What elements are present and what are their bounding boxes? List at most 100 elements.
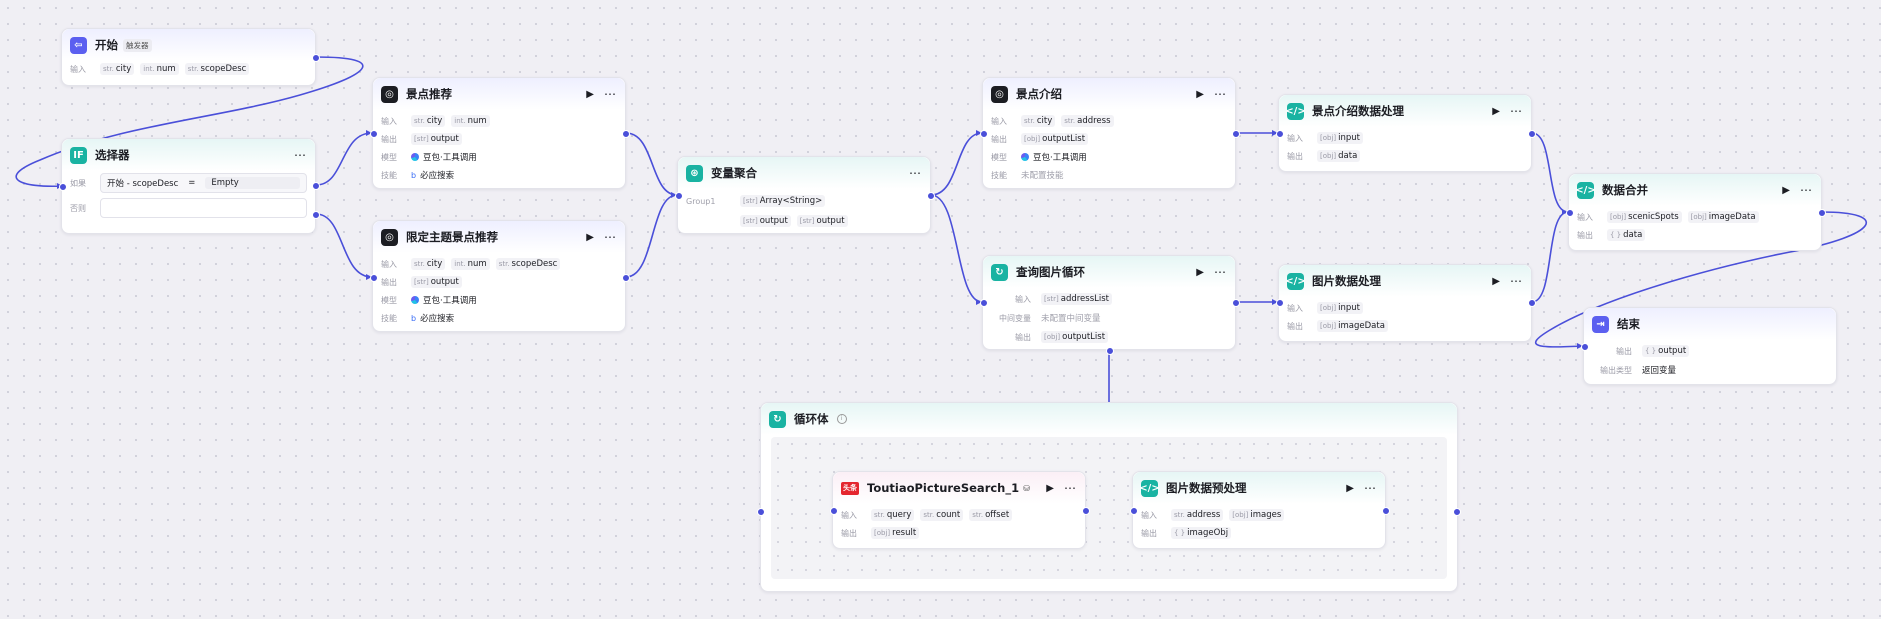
input-port[interactable]: [675, 192, 683, 200]
more-menu-button[interactable]: ⋯: [909, 166, 922, 180]
else-box[interactable]: [100, 198, 307, 218]
more-menu-button[interactable]: ⋯: [604, 87, 617, 101]
run-button[interactable]: ▶: [1346, 482, 1354, 494]
if-port[interactable]: [312, 182, 320, 190]
output-port[interactable]: [1232, 299, 1240, 307]
node-title: 图片数据处理: [1312, 274, 1381, 288]
node-theme-recommend[interactable]: ◎ 限定主题景点推荐 ▶ ⋯ 输入 str.city int.num str.s…: [372, 220, 626, 332]
run-button[interactable]: ▶: [1196, 266, 1204, 278]
info-icon[interactable]: i: [836, 414, 847, 424]
input-port[interactable]: [370, 130, 378, 138]
node-title: 限定主题景点推荐: [406, 230, 498, 244]
output-port[interactable]: [622, 274, 630, 282]
input-port[interactable]: [1276, 299, 1284, 307]
output-row: 输出 [obj]outputList: [983, 329, 1235, 345]
node-end[interactable]: ⇥ 结束 输出 { }output 输出类型 返回变量: [1583, 307, 1837, 385]
edge-theme-merge: [625, 194, 678, 278]
more-menu-button[interactable]: ⋯: [1214, 87, 1227, 101]
node-image-preprocess[interactable]: </> 图片数据预处理 ▶ ⋯ 输入 str.address [obj]imag…: [1132, 471, 1386, 549]
output-port[interactable]: [622, 130, 630, 138]
node-title: 数据合并: [1602, 183, 1648, 197]
condition-box[interactable]: 开始 - scopeDesc = Empty: [100, 173, 307, 193]
more-menu-button[interactable]: ⋯: [1064, 481, 1077, 495]
output-port[interactable]: [1528, 299, 1536, 307]
model-row: 模型 豆包·工具调用: [381, 295, 477, 307]
end-icon: ⇥: [1592, 315, 1609, 333]
node-toutiao-search[interactable]: 头条 ToutiaoPictureSearch_1 ⛁ ▶ ⋯ 输入 str.q…: [832, 471, 1086, 549]
else-port[interactable]: [312, 211, 320, 219]
node-header: IF 选择器 ⋯: [62, 139, 315, 171]
code-icon: </>: [1575, 181, 1596, 199]
output-port[interactable]: [312, 54, 320, 62]
input-port[interactable]: [1566, 209, 1574, 217]
input-row: 输入 str.query str.count str.offset: [833, 507, 1085, 523]
toutiao-logo-icon: 头条: [841, 481, 859, 495]
node-data-merge[interactable]: </> 数据合并 ▶ ⋯ 输入 [obj]scenicSpots [obj]im…: [1568, 173, 1822, 251]
output-row: 输出 { }imageObj: [1133, 525, 1385, 541]
input-port[interactable]: [980, 299, 988, 307]
node-scenic-recommend[interactable]: ◎ 景点推荐 ▶ ⋯ 输入 str.city int.num 输出 [str]o…: [372, 77, 626, 189]
input-row: 输入 str.city int.num str.scopeDesc: [373, 256, 625, 272]
input-port[interactable]: [1581, 343, 1589, 351]
more-menu-button[interactable]: ⋯: [294, 148, 307, 162]
var-pill: int.num: [140, 63, 179, 75]
llm-icon: ◎: [381, 228, 398, 246]
node-title: ToutiaoPictureSearch_1: [867, 481, 1020, 495]
more-menu-button[interactable]: ⋯: [604, 230, 617, 244]
model-icon: [411, 153, 419, 161]
more-menu-button[interactable]: ⋯: [1800, 183, 1813, 197]
node-header: ⇦ 开始 触发器: [62, 29, 315, 61]
middle-var-row: 中间变量 未配置中间变量: [999, 313, 1101, 325]
start-icon: ⇦: [70, 36, 87, 54]
edge-selector-theme: [315, 213, 373, 278]
more-menu-button[interactable]: ⋯: [1510, 274, 1523, 288]
output-port[interactable]: [927, 192, 935, 200]
loop-start-port[interactable]: [757, 508, 765, 516]
input-port[interactable]: [1130, 507, 1138, 515]
run-button[interactable]: ▶: [1492, 105, 1500, 117]
run-button[interactable]: ▶: [586, 231, 594, 243]
edge-merge-intro: [930, 132, 983, 196]
input-port[interactable]: [59, 183, 67, 191]
output-port[interactable]: [1382, 507, 1390, 515]
output-port[interactable]: [1528, 130, 1536, 138]
merge-icon: ⊛: [686, 164, 703, 182]
run-button[interactable]: ▶: [1046, 482, 1054, 494]
code-icon: </>: [1139, 479, 1160, 497]
node-header: </> 景点介绍数据处理 ▶ ⋯: [1279, 95, 1531, 127]
run-button[interactable]: ▶: [1196, 88, 1204, 100]
node-var-merge[interactable]: ⊛ 变量聚合 ⋯ Group1 [str]Array<String> [str]…: [677, 156, 931, 234]
node-title: 开始: [95, 38, 118, 52]
code-icon: </>: [1285, 102, 1306, 120]
skill-row: 技能 b 必应搜索: [381, 313, 455, 325]
run-button[interactable]: ▶: [1782, 184, 1790, 196]
more-menu-button[interactable]: ⋯: [1510, 104, 1523, 118]
more-menu-button[interactable]: ⋯: [1364, 481, 1377, 495]
node-image-loop[interactable]: ↻ 查询图片循环 ▶ ⋯ 输入 [str]addressList 中间变量 未配…: [982, 255, 1236, 350]
output-port[interactable]: [1082, 507, 1090, 515]
node-scenic-intro[interactable]: ◎ 景点介绍 ▶ ⋯ 输入 str.city str.address 输出 [o…: [982, 77, 1236, 189]
loop-end-port[interactable]: [1453, 508, 1461, 516]
output-row: 输出 [obj]imageData: [1279, 318, 1531, 334]
node-intro-process[interactable]: </> 景点介绍数据处理 ▶ ⋯ 输入 [obj]input 输出 [obj]d…: [1278, 94, 1532, 172]
node-selector[interactable]: IF 选择器 ⋯ 如果 开始 - scopeDesc = Empty 否则: [61, 138, 316, 234]
run-button[interactable]: ▶: [586, 88, 594, 100]
input-port[interactable]: [830, 507, 838, 515]
output-port[interactable]: [1232, 130, 1240, 138]
input-row: 输入 [obj]input: [1279, 130, 1531, 146]
bing-icon: b: [411, 170, 417, 180]
input-port[interactable]: [980, 130, 988, 138]
output-port[interactable]: [1818, 209, 1826, 217]
more-menu-button[interactable]: ⋯: [1214, 265, 1227, 279]
input-port[interactable]: [370, 274, 378, 282]
output-row: 输出 [obj]result: [833, 525, 1085, 541]
node-start[interactable]: ⇦ 开始 触发器 输入 str.city int.num str.scopeDe…: [61, 28, 316, 86]
run-button[interactable]: ▶: [1492, 275, 1500, 287]
input-port[interactable]: [1276, 130, 1284, 138]
node-image-process[interactable]: </> 图片数据处理 ▶ ⋯ 输入 [obj]input 输出 [obj]ima…: [1278, 264, 1532, 342]
node-header: </> 图片数据预处理 ▶ ⋯: [1133, 472, 1385, 504]
loop-port[interactable]: [1106, 347, 1114, 355]
group-row: Group1 [str]Array<String>: [678, 193, 930, 209]
var-pill: str.scopeDesc: [184, 63, 250, 75]
